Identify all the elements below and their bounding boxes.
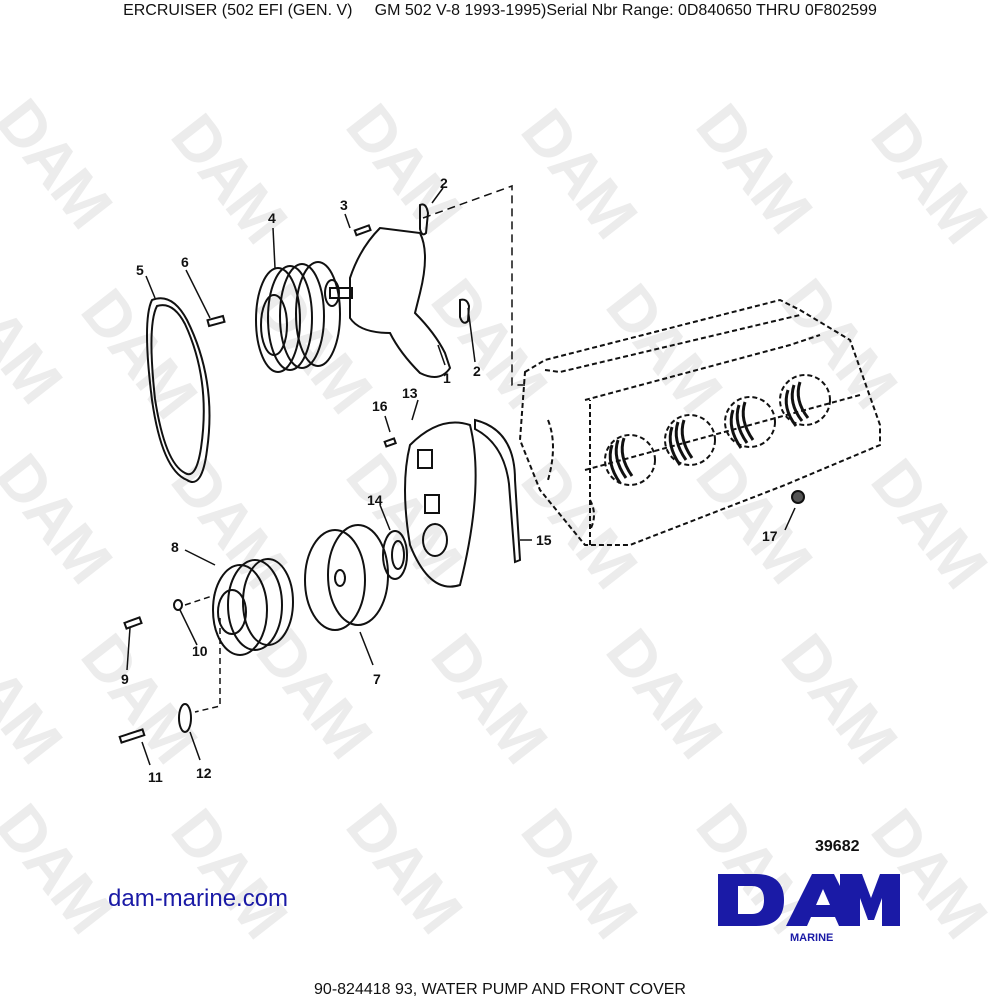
callout-9: 9 <box>121 671 129 687</box>
callout-16: 16 <box>372 398 388 414</box>
water-pump <box>324 203 471 378</box>
plug-17 <box>791 490 805 504</box>
callout-6: 6 <box>181 254 189 270</box>
callout-3: 3 <box>340 197 348 213</box>
engine-block <box>518 298 881 546</box>
callout-13: 13 <box>402 385 418 401</box>
callout-2: 2 <box>440 175 448 191</box>
page-title: ERCRUISER (502 EFI (GEN. V) GM 502 V-8 1… <box>123 2 877 19</box>
callout-12: 12 <box>196 765 212 781</box>
callout-17: 17 <box>762 528 778 544</box>
page-caption: 90-824418 93, WATER PUMP AND FRONT COVER <box>314 981 686 998</box>
figure-number: 39682 <box>815 838 860 855</box>
callout-5: 5 <box>136 262 144 278</box>
front-cover <box>404 421 477 588</box>
callout-10: 10 <box>192 643 208 659</box>
crankshaft-pulley <box>212 558 294 656</box>
callout-11: 11 <box>148 769 163 785</box>
site-link[interactable]: dam-marine.com <box>108 885 289 912</box>
callout-2b: 2 <box>473 363 481 379</box>
callout-4: 4 <box>268 210 276 226</box>
dam-logo <box>718 874 900 926</box>
callout-7: 7 <box>373 671 381 687</box>
callout-15: 15 <box>536 532 552 548</box>
harmonic-balancer <box>304 524 389 631</box>
callout-8: 8 <box>171 539 179 555</box>
water-pump-pulley <box>255 261 341 373</box>
drive-belt <box>146 297 211 483</box>
callout-14: 14 <box>367 492 383 508</box>
callout-1: 1 <box>443 370 451 386</box>
logo-subtext: MARINE <box>790 932 834 944</box>
